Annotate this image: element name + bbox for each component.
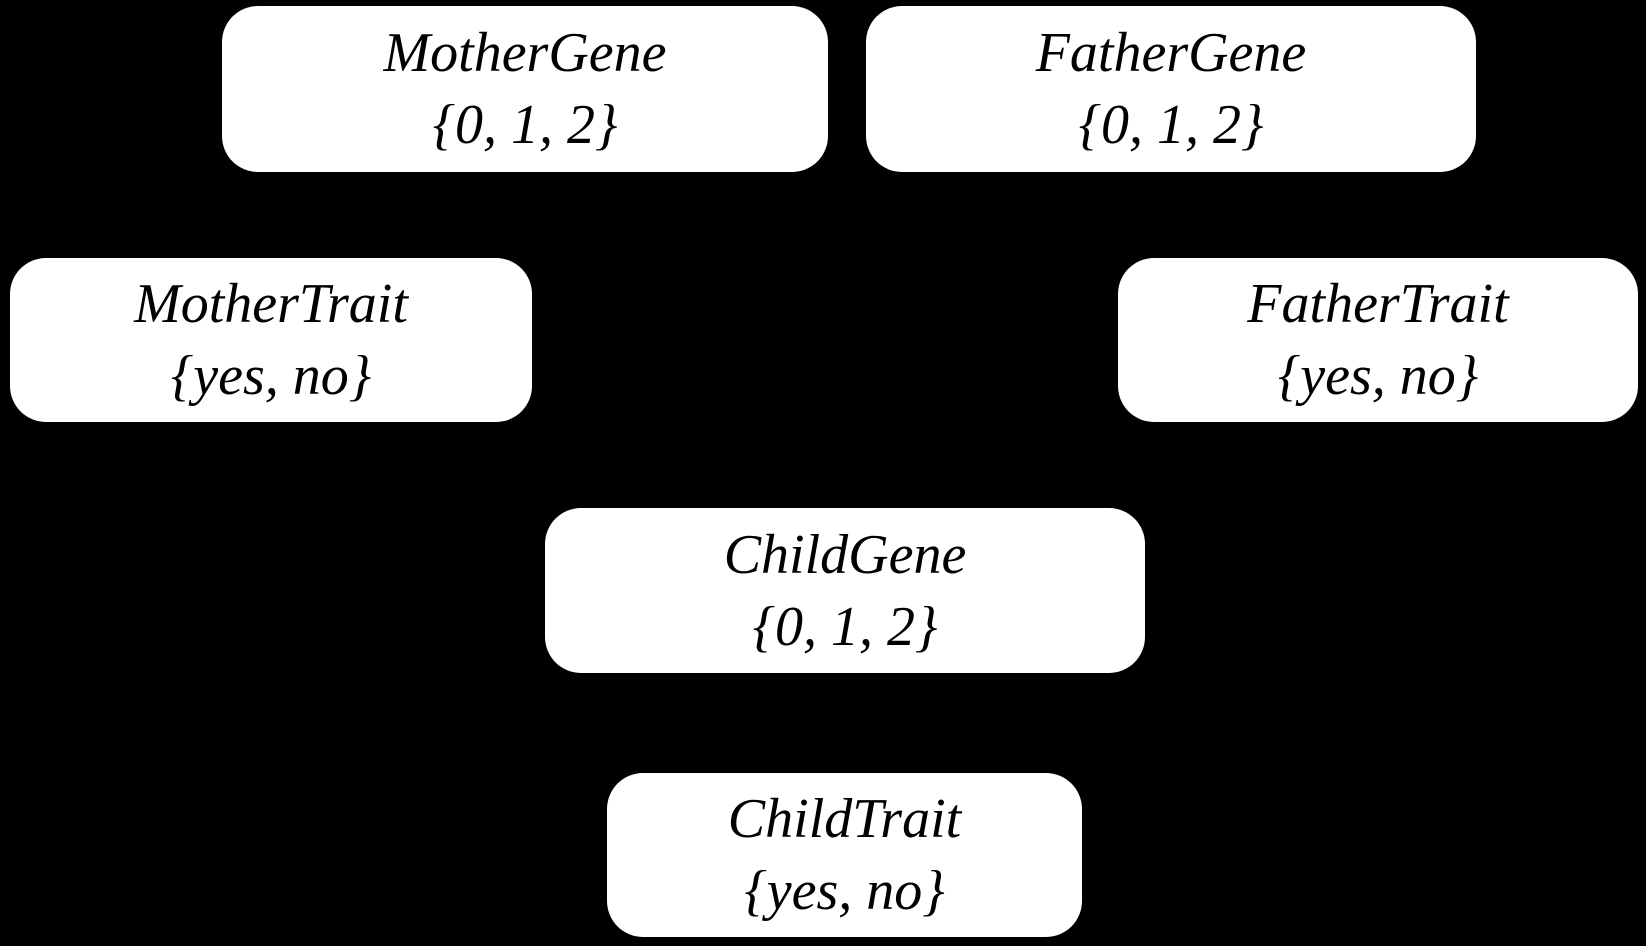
node-father-trait-title: FatherTrait xyxy=(1247,273,1509,335)
node-father-trait: FatherTrait {yes, no} xyxy=(1118,258,1638,422)
node-mother-gene: MotherGene {0, 1, 2} xyxy=(222,6,828,172)
node-mother-trait: MotherTrait {yes, no} xyxy=(10,258,532,422)
node-child-gene-values: {0, 1, 2} xyxy=(752,595,938,658)
node-mother-trait-title: MotherTrait xyxy=(134,273,408,335)
node-child-trait: ChildTrait {yes, no} xyxy=(607,773,1082,937)
node-child-gene-title: ChildGene xyxy=(723,523,967,586)
node-mother-trait-values: {yes, no} xyxy=(170,345,372,407)
node-father-gene: FatherGene {0, 1, 2} xyxy=(866,6,1476,172)
node-mother-gene-title: MotherGene xyxy=(383,22,667,84)
node-mother-gene-values: {0, 1, 2} xyxy=(432,94,618,156)
node-father-gene-values: {0, 1, 2} xyxy=(1078,94,1264,156)
node-father-gene-title: FatherGene xyxy=(1035,22,1307,84)
node-child-trait-values: {yes, no} xyxy=(744,860,945,922)
node-child-gene: ChildGene {0, 1, 2} xyxy=(545,508,1145,673)
node-child-trait-title: ChildTrait xyxy=(727,788,962,850)
node-father-trait-values: {yes, no} xyxy=(1277,345,1479,407)
